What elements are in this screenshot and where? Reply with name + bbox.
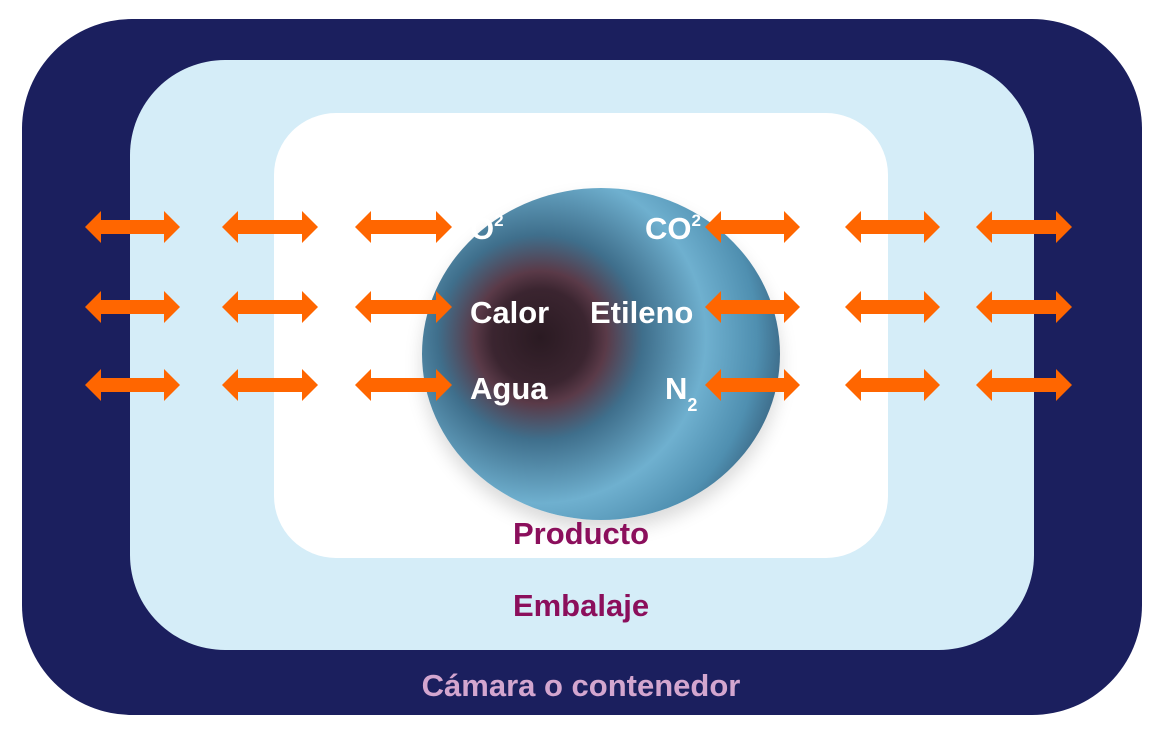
double-arrow-icon: [85, 291, 180, 323]
double-arrow-icon: [222, 211, 318, 243]
double-arrow-icon: [222, 369, 318, 401]
double-arrow-icon: [705, 369, 800, 401]
double-arrow-icon: [355, 369, 452, 401]
double-arrow-icon: [845, 291, 940, 323]
double-arrow-icon: [845, 369, 940, 401]
label-heat: Calor: [470, 295, 550, 330]
double-arrow-icon: [705, 291, 800, 323]
double-arrow-icon: [355, 211, 452, 243]
double-arrow-icon: [705, 211, 800, 243]
label-product: Producto: [512, 516, 650, 551]
double-arrow-icon: [845, 211, 940, 243]
label-co2: CO2: [645, 211, 701, 246]
label-o2: O2: [470, 211, 504, 246]
double-arrow-icon: [976, 369, 1072, 401]
label-container: Cámara o contenedor: [421, 668, 741, 703]
double-arrow-icon: [976, 211, 1072, 243]
label-water: Agua: [470, 371, 548, 406]
double-arrow-icon: [976, 291, 1072, 323]
double-arrow-icon: [85, 211, 180, 243]
label-packaging: Embalaje: [512, 588, 650, 623]
label-n2: N2: [665, 371, 698, 415]
double-arrow-icon: [222, 291, 318, 323]
double-arrow-icon: [85, 369, 180, 401]
double-arrow-icon: [355, 291, 452, 323]
label-ethylene: Etileno: [590, 295, 694, 330]
blueberry-image: [422, 188, 780, 520]
